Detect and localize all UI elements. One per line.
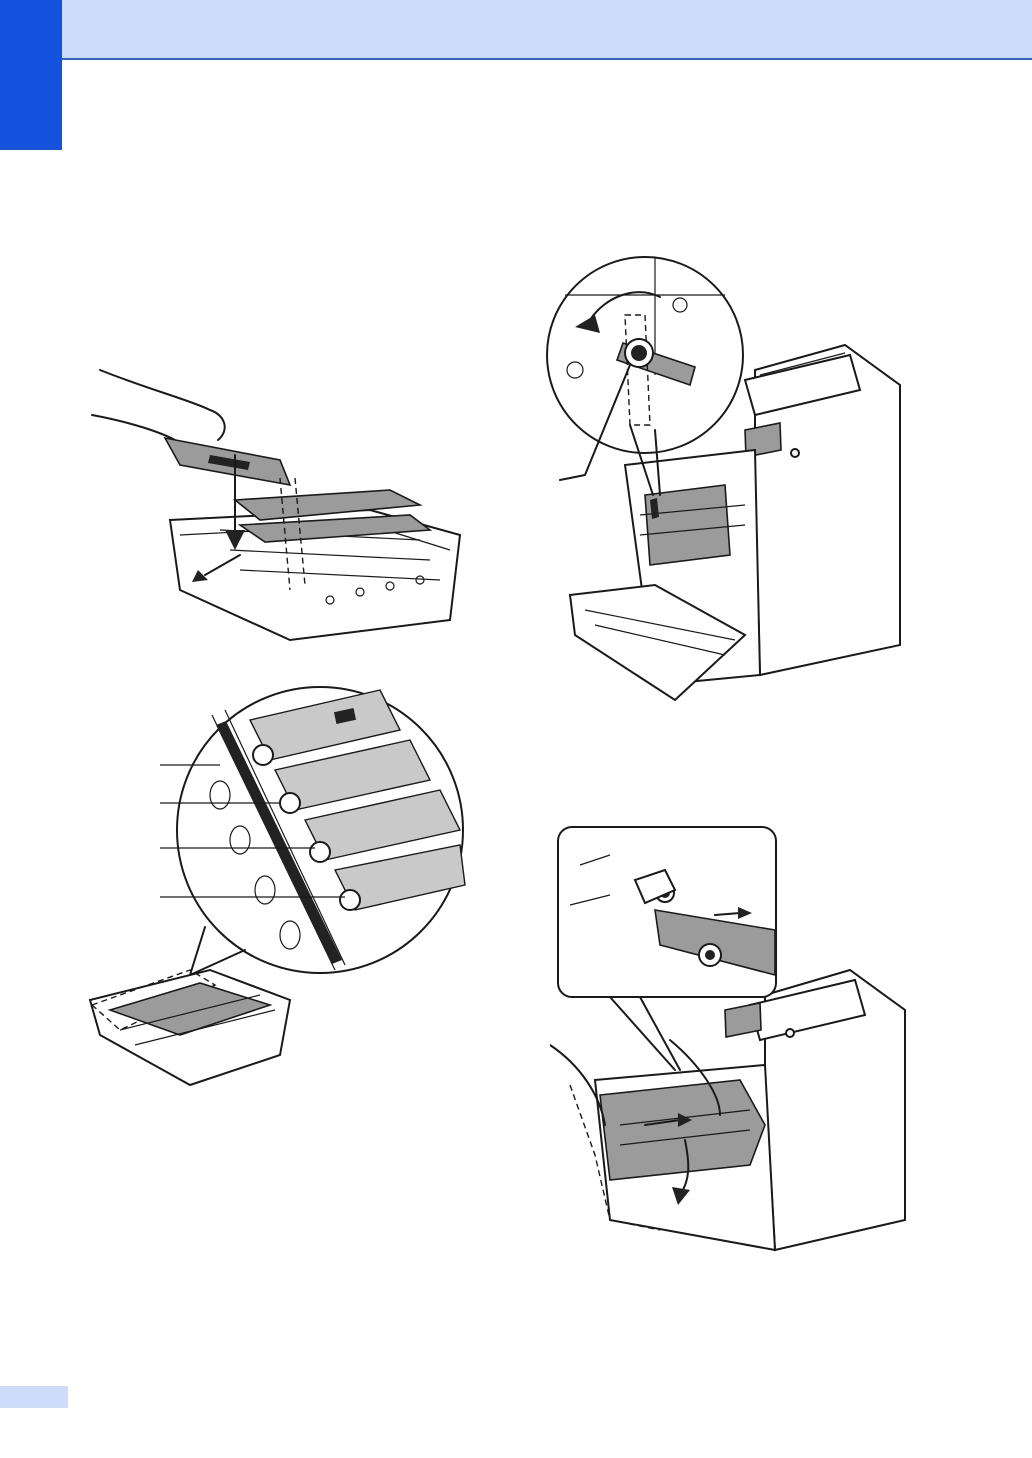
drum-insert-illustration (550, 825, 920, 1265)
chapter-side-tab (0, 0, 62, 150)
lock-lever-illustration (545, 255, 915, 715)
corona-wires-illustration (80, 685, 470, 1090)
page-header-band (62, 0, 1032, 60)
page-number-tab (0, 1386, 68, 1408)
drum-unit-lift-illustration (90, 360, 470, 650)
